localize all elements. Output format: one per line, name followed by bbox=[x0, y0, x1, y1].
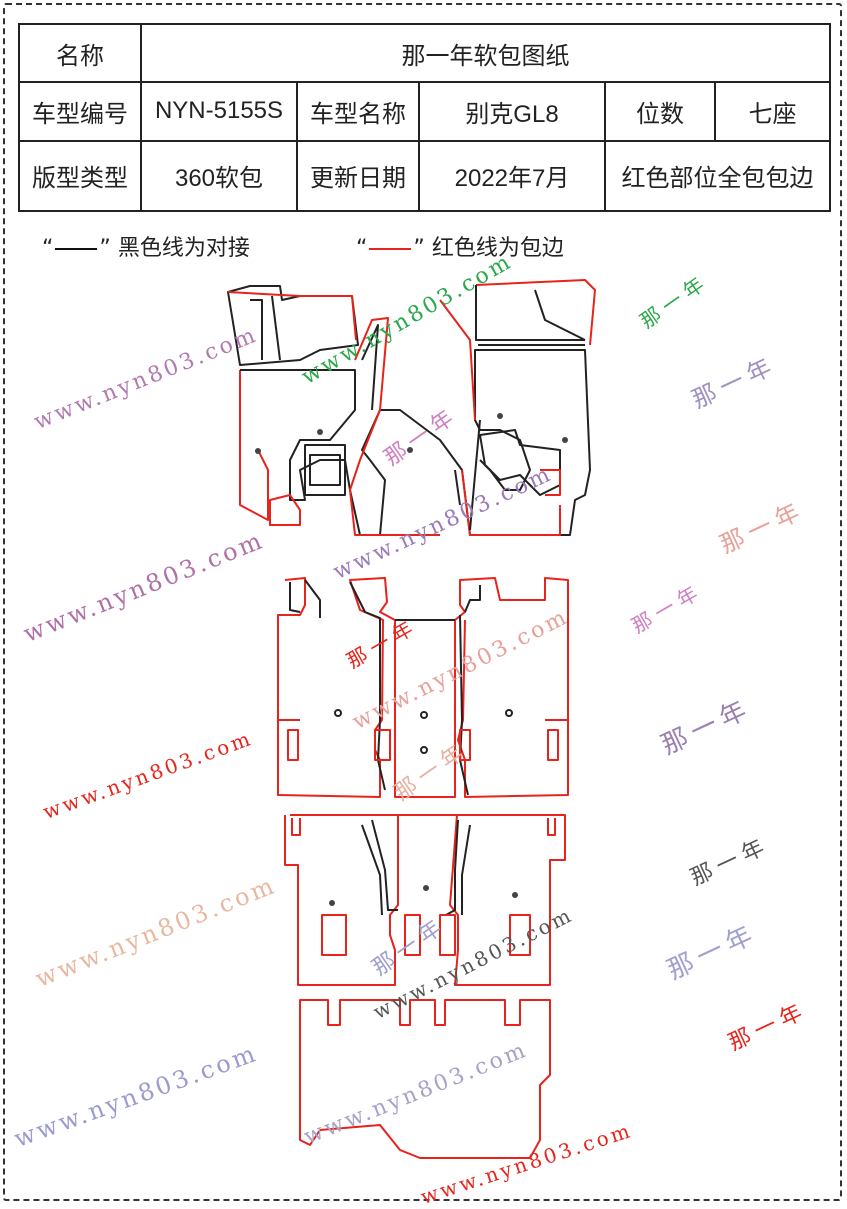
note: 红色部位全包包边 bbox=[604, 139, 831, 213]
info-table: 名称 那一年软包图纸 车型编号 NYN-5155S 车型名称 别克GL8 位数 … bbox=[18, 22, 831, 213]
model-name-label: 车型名称 bbox=[296, 81, 420, 142]
red-line-sample bbox=[369, 248, 412, 250]
legend-red: “ ” 红色线为包边 bbox=[356, 230, 564, 262]
quote-close: ” bbox=[413, 236, 425, 261]
front-floor-pattern bbox=[227, 279, 596, 536]
quote-open: “ bbox=[356, 236, 368, 261]
quote-open: “ bbox=[42, 236, 54, 261]
model-code: NYN-5155S bbox=[140, 81, 298, 142]
black-line-sample bbox=[55, 248, 98, 250]
model-code-label: 车型编号 bbox=[18, 81, 142, 142]
model-name: 别克GL8 bbox=[418, 81, 606, 142]
quote-close: ” bbox=[99, 236, 111, 261]
pattern-type-label: 版型类型 bbox=[18, 139, 142, 213]
update-date: 2022年7月 bbox=[418, 139, 606, 213]
second-row-pattern bbox=[277, 577, 569, 798]
pattern-type: 360软包 bbox=[140, 139, 298, 213]
page-border bbox=[3, 3, 842, 1201]
legend-black: “ ” 黑色线为对接 bbox=[42, 230, 250, 262]
trunk-pattern bbox=[299, 999, 551, 1159]
name-label: 名称 bbox=[18, 22, 142, 84]
seats-value: 七座 bbox=[714, 81, 831, 142]
legend-red-text: 红色线为包边 bbox=[431, 236, 564, 261]
seats-label: 位数 bbox=[604, 81, 716, 142]
update-date-label: 更新日期 bbox=[296, 139, 420, 213]
legend-black-text: 黑色线为对接 bbox=[117, 236, 250, 261]
name-value: 那一年软包图纸 bbox=[140, 22, 831, 84]
third-row-pattern bbox=[284, 814, 566, 986]
